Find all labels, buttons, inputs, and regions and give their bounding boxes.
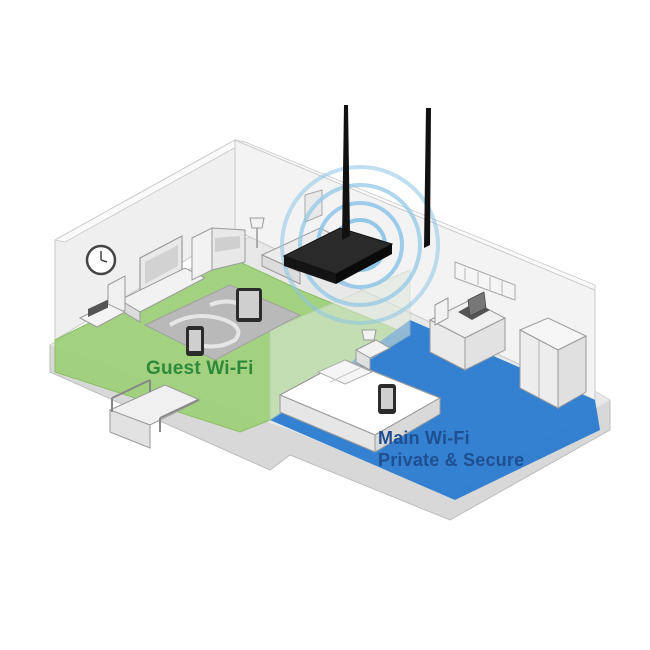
clock-icon [85,244,117,276]
laptop-icon [458,291,490,320]
main-wifi-sublabel: Private & Secure [378,450,525,470]
stairs [108,379,202,449]
bookshelf [454,261,516,301]
tv-icon [118,235,207,323]
lamp-icon [249,217,265,248]
router-icon [282,105,431,284]
main-wifi-label: Main Wi-Fi [378,428,470,448]
wardrobe-icon [518,317,588,409]
nightstand [354,329,392,371]
phone-icon [378,384,396,414]
shelf-left [78,275,127,328]
tablet-icon [236,288,262,322]
bed-icon [278,359,442,453]
desk [428,297,507,371]
phone-icon [186,326,204,356]
cabinet [191,227,246,281]
guest-wifi-label: Guest Wi-Fi [146,358,254,379]
